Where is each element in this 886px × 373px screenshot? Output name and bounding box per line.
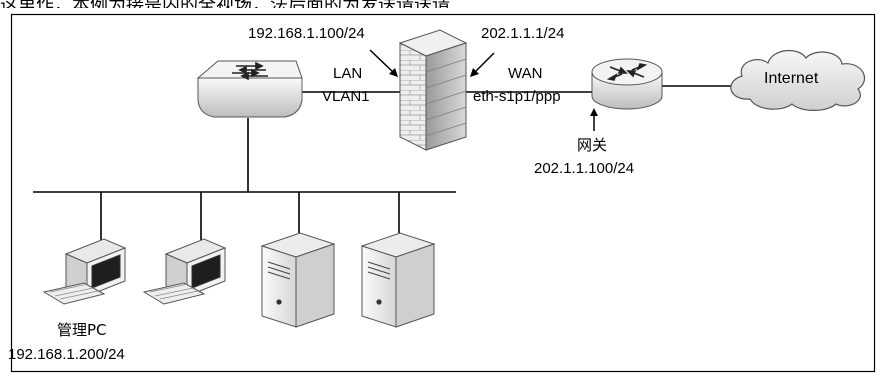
arrow-wan-ip [470,52,495,77]
links [33,85,732,243]
arrow-gateway [590,108,598,131]
firewall-wan-ip-label: 202.1.1.1/24 [481,25,565,42]
gateway-label: 网关 [577,136,608,154]
router-icon [591,58,663,110]
switch-icon [196,60,303,118]
server-icon [360,232,436,328]
wan-port-label: WAN [508,65,543,82]
internet-label: Internet [764,70,819,87]
arrow-lan-ip [369,49,398,77]
lan-vlan-label: VLAN1 [322,88,370,105]
cloud-icon [730,50,865,111]
header-text: 这里作，本例为接是内的全视场，法后面的为发送请送请 [0,0,886,8]
server-icon [260,232,336,328]
pc-icon [42,238,127,305]
admin-pc-ip-label: 192.168.1.200/24 [8,346,125,363]
admin-pc-label: 管理PC [57,321,107,339]
lan-port-label: LAN [333,65,363,82]
firewall-lan-ip-label: 192.168.1.100/24 [248,25,365,42]
wan-interface-label: eth-s1p1/ppp [473,88,561,105]
gateway-ip-label: 202.1.1.100/24 [534,160,635,177]
pc-icon [142,238,227,305]
diagram-frame [10,13,876,373]
callout-arrows [369,49,598,131]
firewall-icon [398,29,468,151]
